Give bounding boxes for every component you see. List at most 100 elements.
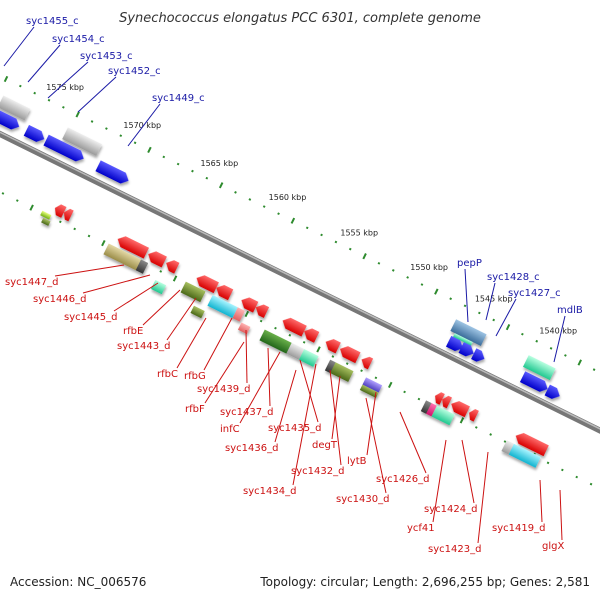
gene-syc1452-c[interactable]	[43, 134, 86, 164]
gene-lytB-arrow[interactable]	[359, 354, 374, 370]
gene-syc1432-d[interactable]	[323, 336, 341, 354]
leader-syc1426-d	[399, 411, 427, 474]
gene-syc1423-d[interactable]	[431, 405, 455, 426]
leader-syc1437-d	[267, 347, 271, 407]
gene-syc1427-c[interactable]	[471, 348, 487, 364]
gene-rfbE[interactable]	[145, 249, 167, 268]
label-pepp: pepP	[457, 258, 482, 269]
gene-mdlB-b[interactable]	[544, 384, 563, 402]
gene-syc1428-c[interactable]	[458, 342, 477, 359]
gene-syc1424-d[interactable]	[448, 398, 470, 418]
leader-syc1449-c	[127, 103, 161, 147]
scale-tick-lower	[73, 227, 77, 231]
scale-tick-lower	[172, 275, 178, 282]
label-syc1427-c: syc1427_c	[508, 288, 561, 299]
gene-syc1455-c[interactable]	[0, 95, 31, 121]
gene-mdlB[interactable]	[519, 371, 550, 394]
gene-syc1426-d-b[interactable]	[440, 394, 453, 409]
gene-rfbC-a[interactable]	[180, 281, 206, 303]
gene-rfbC[interactable]	[194, 273, 219, 294]
gene-syc1439-d-b[interactable]	[232, 307, 245, 322]
gene-syc1449-c[interactable]	[95, 160, 131, 186]
gene-rfbE-a[interactable]	[150, 279, 167, 295]
scale-tick-upper	[362, 253, 367, 260]
gene-syc1446-d-b[interactable]	[41, 217, 51, 226]
label-rfbf: rfbF	[185, 404, 205, 415]
gene-syc1437-d[interactable]	[253, 302, 270, 318]
gene-syc1439-d-a[interactable]	[207, 294, 238, 319]
gene-rfbF-a[interactable]	[190, 305, 205, 319]
gene-syc1445-d-a[interactable]	[103, 243, 142, 271]
gene-degT-a[interactable]	[286, 342, 305, 360]
scale-tick-lower	[87, 234, 91, 238]
scale-tick-upper	[248, 198, 252, 201]
gene-syc1446-d-a[interactable]	[40, 210, 52, 220]
leader-syc1452-c	[77, 76, 117, 113]
label-syc1424-d: syc1424_d	[424, 504, 477, 515]
scale-tick-upper	[564, 354, 567, 357]
gene-syc1426-d[interactable]	[432, 390, 445, 405]
label-syc1434-d: syc1434_d	[243, 486, 296, 497]
label-syc1419-d: syc1419_d	[492, 523, 545, 534]
gene-ycf41[interactable]	[466, 407, 479, 422]
gene-infC[interactable]	[237, 322, 251, 335]
scale-tick-upper	[305, 226, 309, 230]
label-syc1437-d: syc1437_d	[220, 407, 273, 418]
gene-syc1445-d[interactable]	[115, 234, 150, 259]
scale-tick-lower	[575, 475, 579, 479]
scale-tick-lower	[15, 199, 19, 202]
genome-backbone-highlight	[0, 123, 600, 453]
gene-syc1445-d-b[interactable]	[135, 259, 149, 274]
label-syc1428-c: syc1428_c	[487, 272, 540, 283]
gene-syc1439-d[interactable]	[239, 295, 259, 313]
gene-glgX-a[interactable]	[501, 440, 514, 455]
scale-tick-upper	[191, 169, 194, 173]
gene-lytB[interactable]	[362, 377, 383, 393]
leader-syc1447-d	[54, 264, 125, 277]
gene-pepP-b[interactable]	[453, 333, 473, 346]
scale-tick-upper	[406, 276, 409, 279]
gene-syc1453-c[interactable]	[23, 124, 47, 145]
label-infc: infC	[220, 424, 240, 435]
scale-tick-lower	[374, 376, 378, 380]
gene-syc1435-d[interactable]	[280, 315, 307, 337]
gene-syc1435-d-a[interactable]	[259, 329, 292, 354]
gene-syc1434-d-b[interactable]	[330, 362, 354, 382]
scale-tick-upper	[205, 176, 209, 180]
label-syc1436-d: syc1436_d	[225, 443, 278, 454]
genome-summary-text: Topology: circular; Length: 2,696,255 bp…	[259, 575, 590, 589]
gene-degT-b[interactable]	[298, 349, 319, 367]
gene-syc1423-d-a[interactable]	[420, 400, 432, 414]
scale-tick-lower	[489, 433, 492, 436]
gene-degT[interactable]	[337, 344, 361, 364]
gene-pepP-a[interactable]	[450, 319, 487, 346]
scale-tick-upper	[62, 105, 65, 109]
gene-syc1434-d-a[interactable]	[324, 359, 336, 374]
gene-syc1419-d[interactable]	[513, 430, 549, 457]
gene-mdlB-a[interactable]	[522, 355, 556, 381]
scale-label-1545-kbp: 1545 kbp	[475, 295, 513, 304]
scale-tick-lower	[474, 426, 478, 429]
label-syc1435-d: syc1435_d	[268, 423, 321, 434]
scale-tick-upper	[449, 297, 453, 301]
label-lytb: lytB	[347, 456, 367, 467]
gene-syc1452-c-a[interactable]	[62, 127, 103, 156]
gene-syc1436-d[interactable]	[301, 326, 320, 343]
gene-syc1454-c[interactable]	[0, 108, 22, 132]
gene-glgX[interactable]	[508, 443, 541, 468]
scale-tick-upper	[262, 205, 266, 208]
gene-syc1423-d-b[interactable]	[426, 403, 437, 417]
reverse-strand	[40, 203, 549, 468]
leader-syc1430-d	[365, 397, 387, 494]
gene-syc1443-d[interactable]	[163, 258, 180, 274]
label-syc1447-d: syc1447_d	[5, 277, 58, 288]
scale-tick-lower	[274, 326, 277, 330]
gene-rfbG[interactable]	[214, 282, 234, 301]
label-rfbg: rfbG	[184, 371, 206, 382]
gene-syc1447-d-b[interactable]	[61, 207, 74, 222]
gene-syc1447-d[interactable]	[52, 203, 67, 218]
gene-pepP[interactable]	[445, 335, 466, 354]
leader-syc1423-d	[477, 451, 489, 544]
gene-syc1430-d[interactable]	[359, 384, 379, 398]
